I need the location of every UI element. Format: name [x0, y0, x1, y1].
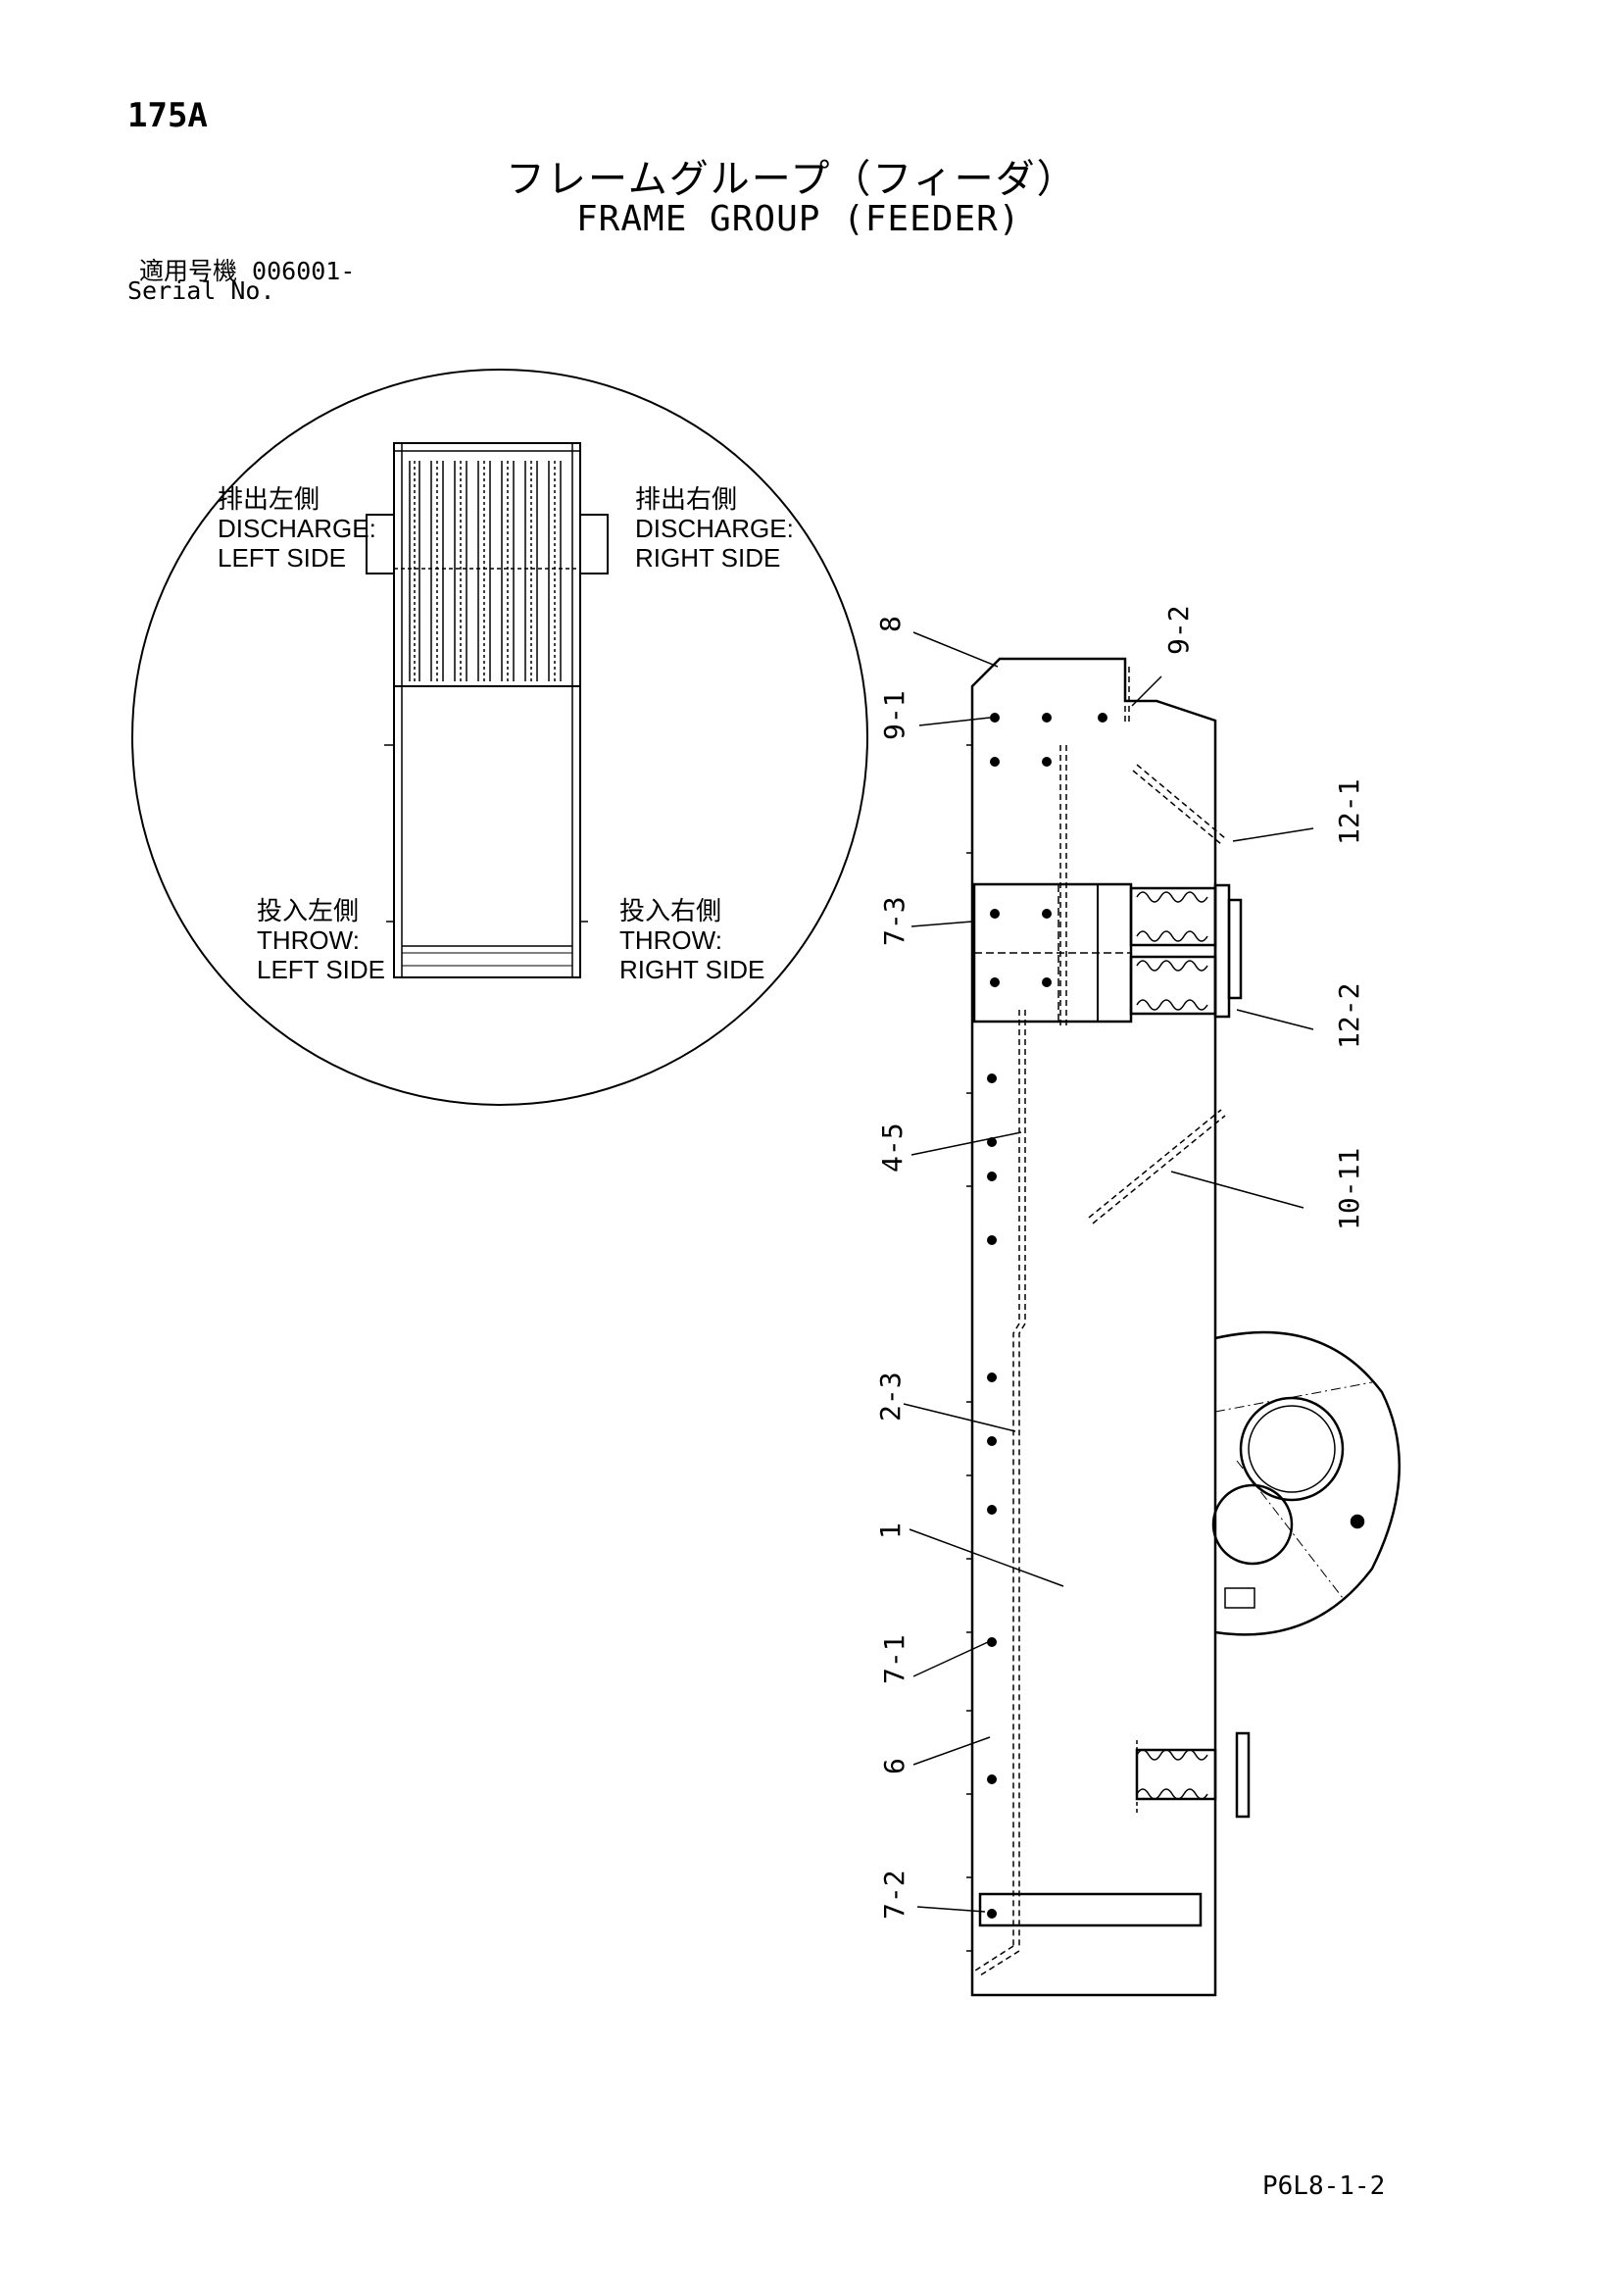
- callout-9-1: 9-1: [878, 690, 910, 740]
- discharge-left-en1: DISCHARGE:: [218, 514, 376, 543]
- throw-right-ja: 投入右側: [619, 896, 721, 925]
- callout-7-3: 7-3: [878, 896, 910, 946]
- throw-left-label: 投入左側 THROW: LEFT SIDE: [257, 896, 385, 984]
- throw-left-en2: LEFT SIDE: [257, 955, 385, 984]
- detail-circle: [131, 369, 868, 1106]
- callout-9-2: 9-2: [1162, 605, 1195, 655]
- discharge-left-label: 排出左側 DISCHARGE: LEFT SIDE: [218, 484, 376, 573]
- callout-7-1: 7-1: [878, 1634, 910, 1684]
- callout-6: 6: [878, 1758, 910, 1774]
- serial-label-english: Serial No.: [127, 276, 275, 305]
- discharge-right-label: 排出右側 DISCHARGE: RIGHT SIDE: [635, 484, 794, 573]
- part-callouts: 8 9-2 9-1 12-1 7-3 12-2 4-5 10-11 2-3 1 …: [874, 605, 1365, 1920]
- callout-10-11: 10-11: [1333, 1148, 1365, 1230]
- callout-12-2: 12-2: [1333, 983, 1365, 1049]
- callout-7-2: 7-2: [878, 1870, 910, 1920]
- callout-12-1: 12-1: [1333, 779, 1365, 845]
- discharge-right-ja: 排出右側: [635, 484, 737, 514]
- discharge-left-ja: 排出左側: [218, 484, 320, 514]
- title-english: FRAME GROUP (FEEDER): [576, 199, 1021, 239]
- throw-right-en1: THROW:: [619, 925, 722, 955]
- detail-view: [131, 369, 868, 1106]
- title-japanese: フレームグループ（フィーダ）: [506, 157, 1078, 202]
- discharge-right-en1: DISCHARGE:: [635, 514, 794, 543]
- drawing-code: P6L8-1-2: [1262, 2171, 1386, 2201]
- callout-1: 1: [874, 1522, 907, 1539]
- throw-right-en2: RIGHT SIDE: [619, 955, 764, 984]
- page-number: 175A: [127, 96, 208, 135]
- throw-right-label: 投入右側 THROW: RIGHT SIDE: [619, 896, 764, 984]
- serial-label-japanese: 適用号機 006001-: [139, 257, 356, 285]
- throw-left-ja: 投入左側: [257, 896, 359, 925]
- callout-2-3: 2-3: [874, 1372, 907, 1422]
- discharge-right-en2: RIGHT SIDE: [635, 543, 780, 573]
- leader-lines: [903, 631, 1314, 1913]
- feeder-frame: [966, 657, 1402, 1997]
- callout-8: 8: [874, 616, 907, 632]
- throw-left-en1: THROW:: [257, 925, 360, 955]
- discharge-left-en2: LEFT SIDE: [218, 543, 346, 573]
- callout-4-5: 4-5: [876, 1123, 909, 1173]
